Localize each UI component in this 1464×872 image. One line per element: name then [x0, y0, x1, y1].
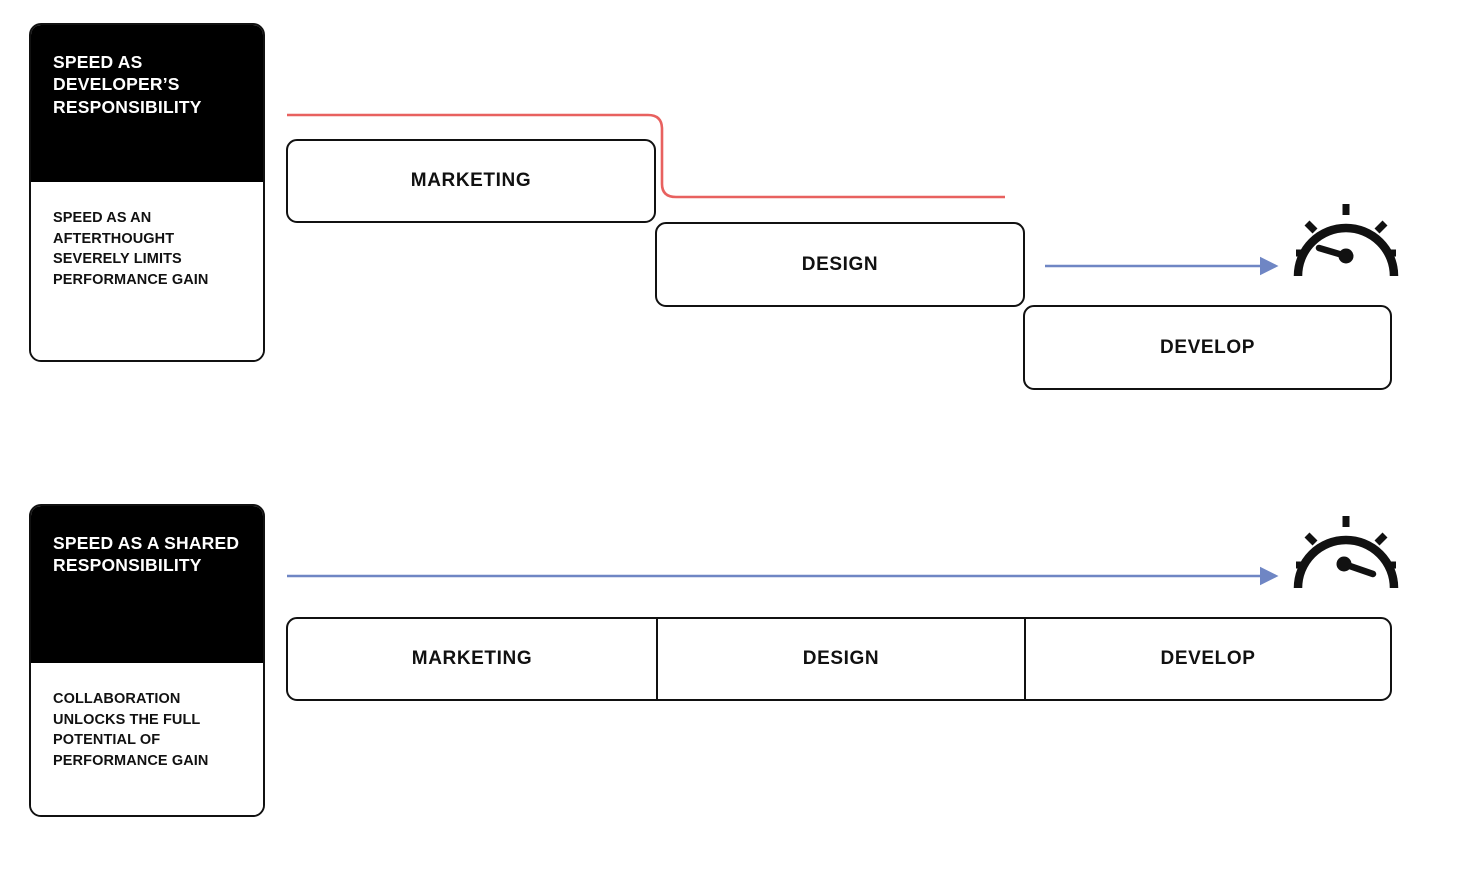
gauge-needle: [1336, 556, 1377, 578]
stage-label: DESIGN: [802, 648, 880, 669]
gauge-needle: [1315, 244, 1354, 264]
stage-segment-develop[interactable]: DEVELOP: [1024, 619, 1390, 699]
stage-label: DESIGN: [801, 253, 879, 275]
stage-label: DEVELOP: [1160, 336, 1255, 358]
legend-card-heading: SPEED AS DEVELOPER’S RESPONSIBILITY: [31, 25, 263, 182]
stage-segment-marketing[interactable]: MARKETING: [288, 619, 656, 699]
stage-segment-design[interactable]: DESIGN: [656, 619, 1024, 699]
speedometer-low-icon: [1293, 204, 1399, 277]
legend-card-body: COLLABORATION UNLOCKS THE FULL POTENTIAL…: [31, 663, 263, 815]
legend-card-body: SPEED AS AN AFTERTHOUGHT SEVERELY LIMITS…: [31, 182, 263, 360]
stage-box-design[interactable]: DESIGN: [655, 222, 1025, 307]
stage-bar-shared: MARKETING DESIGN DEVELOP: [286, 617, 1392, 701]
stage-box-develop[interactable]: DEVELOP: [1023, 305, 1392, 390]
legend-card-heading: SPEED AS A SHARED RESPONSIBILITY: [31, 506, 263, 663]
stage-label: MARKETING: [410, 170, 532, 191]
stage-box-marketing[interactable]: MARKETING: [286, 139, 656, 223]
stage-label: MARKETING: [411, 648, 533, 669]
speedometer-high-icon: [1293, 516, 1399, 589]
stage-label: DEVELOP: [1160, 648, 1256, 669]
legend-card-shared-responsibility: SPEED AS A SHARED RESPONSIBILITY COLLABO…: [29, 504, 265, 817]
legend-card-developer-responsibility: SPEED AS DEVELOPER’S RESPONSIBILITY SPEE…: [29, 23, 265, 362]
